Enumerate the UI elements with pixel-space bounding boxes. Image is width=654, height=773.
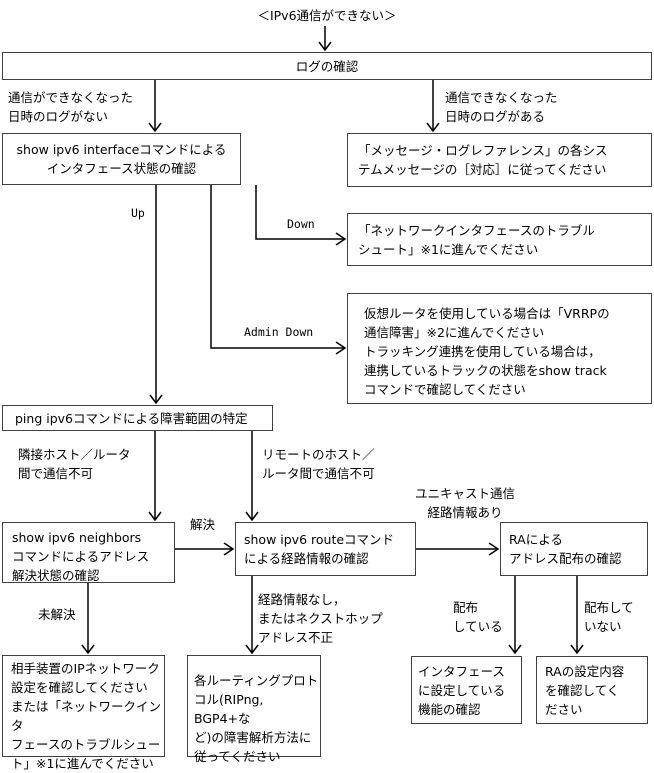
- node-routing-protocol: 各ルーティングプロト コル(RIPng, BGP4+な ど)の障害解析方法に 従…: [187, 655, 321, 764]
- node-ra-config: RAの設定内容 を確認してく ださい: [536, 656, 648, 724]
- node-peer-config: 相手装置のIPネットワーク 設定を確認してください または「ネットワークインタ …: [2, 655, 165, 771]
- node-label: インタフェース に設定している 機能の確認: [418, 664, 506, 717]
- node-message-reference: 「メッセージ・ログレファレンス」の各シス テムメッセージの［対応］に従ってくださ…: [347, 133, 652, 187]
- edge-label-no-log: 通信ができなくなった 日時のログがない: [8, 90, 134, 124]
- edge-label-has-log: 通信できなくなった 日時のログがある: [445, 90, 558, 124]
- node-label: ログの確認: [295, 59, 359, 74]
- node-ra-check: RAによる アドレス配布の確認: [500, 522, 648, 576]
- node-route-check: show ipv6 routeコマンド による経路情報の確認: [235, 522, 416, 576]
- arrowhead: [149, 394, 163, 405]
- arrowhead: [223, 542, 235, 556]
- arrowhead: [488, 542, 500, 556]
- node-label: show ipv6 interfaceコマンドによる インタフェース状態の確認: [16, 142, 227, 176]
- edge-label-no-route: 経路情報なし， またはネクストホップ アドレス不正: [258, 592, 383, 645]
- arrowhead: [335, 232, 347, 246]
- node-ping-check: ping ipv6コマンドによる障害範囲の特定: [2, 405, 273, 431]
- flowchart-title: ＜IPv6通信ができない＞: [257, 8, 397, 23]
- edge-label-unresolved: 未解決: [38, 607, 76, 622]
- arrowhead: [318, 41, 332, 52]
- arrowhead: [570, 644, 584, 655]
- arrowhead: [335, 341, 347, 355]
- node-vrrp-track: 仮想ルータを使用している場合は「VRRPの 通信障害」※2に進んでください トラ…: [347, 293, 652, 404]
- edge-label-admin-down: Admin Down: [244, 325, 314, 339]
- node-log-check: ログの確認: [2, 52, 652, 80]
- node-label: RAの設定内容 を確認してく ださい: [545, 664, 625, 717]
- node-label: RAによる アドレス配布の確認: [509, 532, 622, 566]
- node-iface-function: インタフェース に設定している 機能の確認: [411, 656, 522, 724]
- node-label: 相手装置のIPネットワーク 設定を確認してください または「ネットワークインタ …: [11, 661, 162, 771]
- arrowhead: [245, 644, 259, 655]
- node-label: 「メッセージ・ログレファレンス」の各シス テムメッセージの［対応］に従ってくださ…: [358, 143, 608, 177]
- node-label: 「ネットワークインタフェースのトラブル シュート」※1に進んでください: [358, 223, 595, 257]
- edge-label-up: Up: [131, 206, 145, 220]
- node-label: show ipv6 neighbors コマンドによるアドレス 解決状態の確認: [12, 530, 150, 583]
- edge-label-distributing: 配布 している: [453, 600, 503, 634]
- edge-label-not-distributing: 配布して いない: [584, 600, 634, 634]
- edge-label-unicast-route: ユニキャスト通信 経路情報あり: [414, 486, 515, 520]
- arrowhead: [148, 511, 162, 522]
- arrowhead: [508, 644, 522, 655]
- node-neighbors-check: show ipv6 neighbors コマンドによるアドレス 解決状態の確認: [2, 522, 175, 583]
- arrowhead: [245, 511, 259, 522]
- node-label: 各ルーティングプロト コル(RIPng, BGP4+な ど)の障害解析方法に 従…: [194, 673, 319, 764]
- arrowhead: [426, 122, 440, 133]
- node-label: 仮想ルータを使用している場合は「VRRPの 通信障害」※2に進んでください トラ…: [364, 306, 610, 397]
- edge-label-adjacent-fail: 隣接ホスト／ルータ 間で通信不可: [18, 447, 131, 481]
- arrowhead: [148, 122, 162, 133]
- arrowhead: [81, 644, 95, 655]
- node-interface-check: show ipv6 interfaceコマンドによる インタフェース状態の確認: [2, 133, 241, 185]
- node-label: show ipv6 routeコマンド による経路情報の確認: [244, 532, 395, 566]
- node-label: ping ipv6コマンドによる障害範囲の特定: [15, 411, 248, 426]
- edge-label-resolved: 解決: [190, 517, 216, 532]
- edge-label-remote-fail: リモートのホスト／ ルータ間で通信不可: [262, 447, 375, 481]
- node-nif-troubleshoot: 「ネットワークインタフェースのトラブル シュート」※1に進んでください: [347, 213, 652, 266]
- edge-label-down: Down: [287, 217, 315, 231]
